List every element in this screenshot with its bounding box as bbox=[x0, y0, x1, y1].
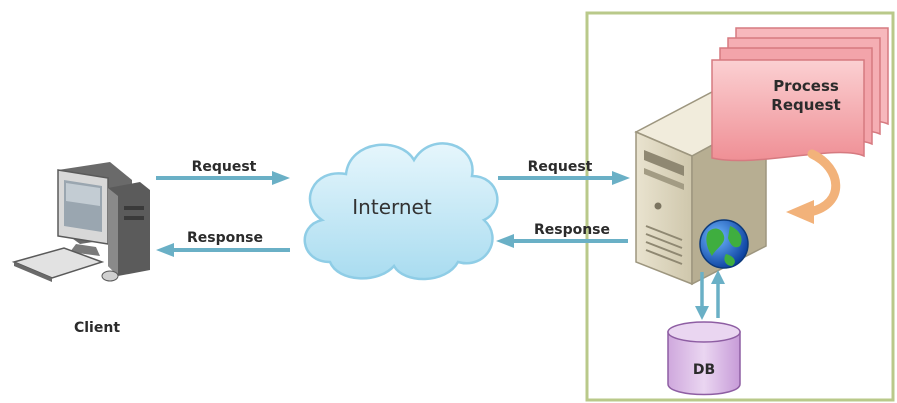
globe-icon bbox=[699, 219, 749, 269]
response-label-left: Response bbox=[187, 230, 263, 246]
process-request-label-line2: Request bbox=[771, 96, 840, 114]
curved-process-arrow-icon bbox=[786, 149, 841, 224]
response-arrow-left bbox=[156, 243, 290, 257]
request-label-left: Request bbox=[192, 159, 257, 175]
request-arrow-left bbox=[156, 171, 290, 185]
process-request-label-line1: Process bbox=[773, 77, 839, 95]
response-arrow-right bbox=[496, 234, 628, 248]
client-label: Client bbox=[74, 320, 120, 336]
internet-label: Internet bbox=[352, 195, 432, 219]
request-label-right: Request bbox=[528, 159, 593, 175]
db-arrow-down bbox=[695, 272, 709, 320]
db-arrow-up bbox=[711, 270, 725, 318]
internet-cloud-icon bbox=[303, 142, 499, 281]
process-request-stack bbox=[711, 27, 889, 162]
response-label-right: Response bbox=[534, 222, 610, 238]
client-computer-icon bbox=[11, 162, 150, 282]
db-label: DB bbox=[693, 362, 715, 378]
database-icon bbox=[667, 321, 741, 396]
request-arrow-right bbox=[498, 171, 630, 185]
